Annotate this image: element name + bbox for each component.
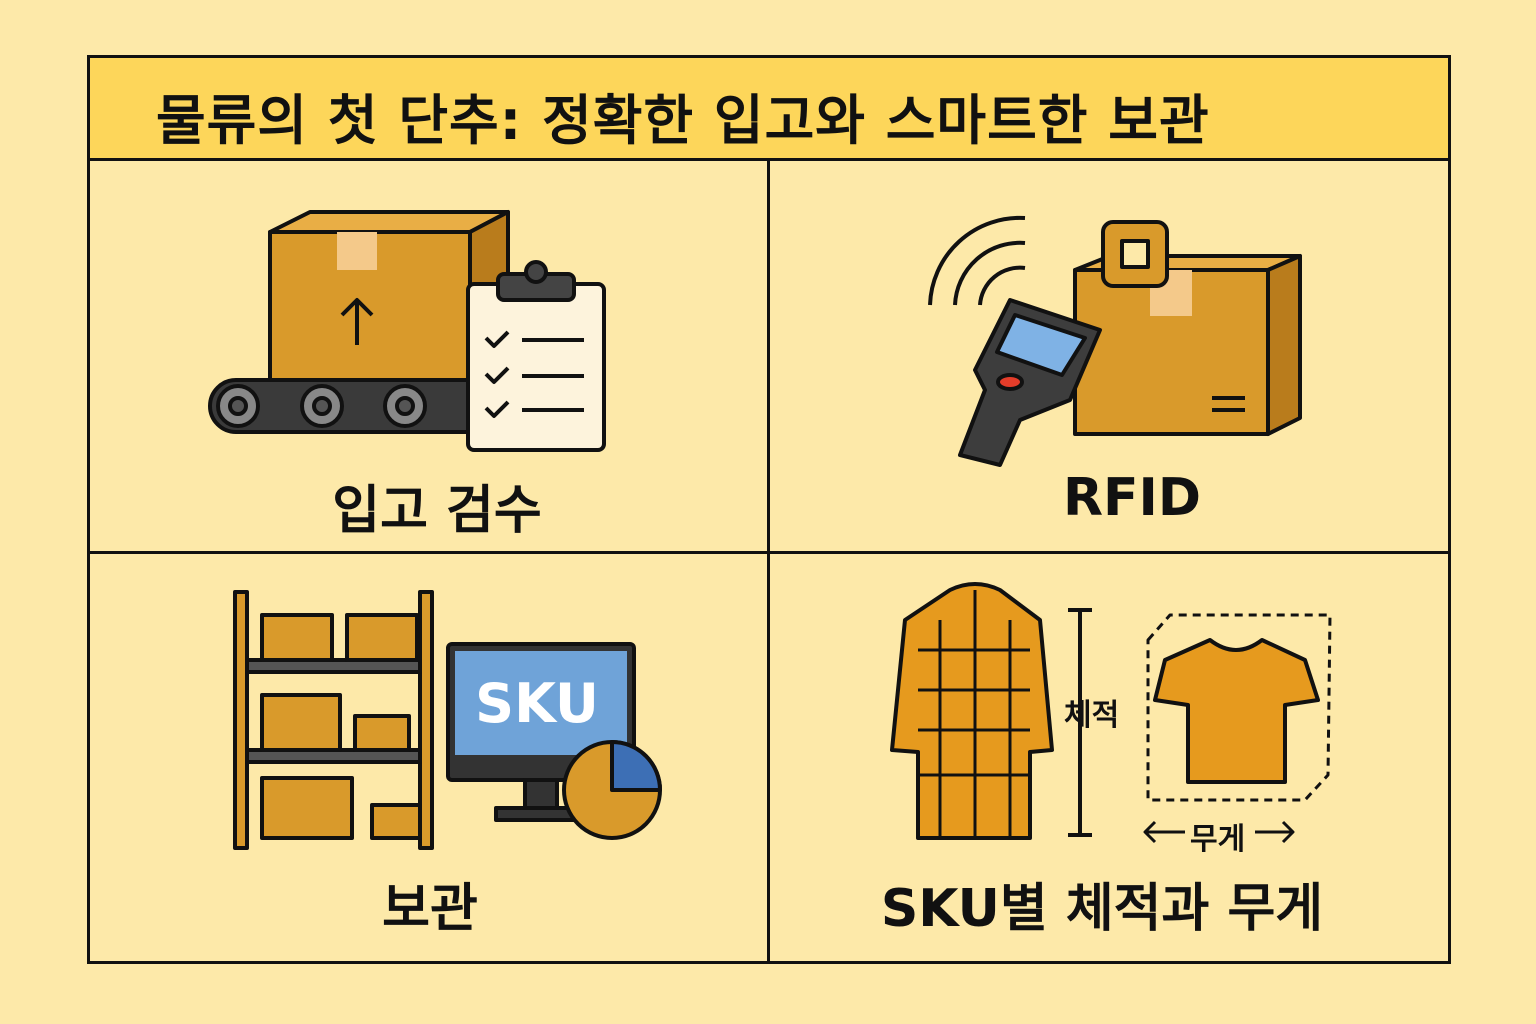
title-bar: 물류의 첫 단추: 정확한 입고와 스마트한 보관 — [90, 58, 1448, 161]
shelf-monitor-icon: SKU — [233, 590, 662, 850]
rfid-scanner-box-icon — [928, 215, 1302, 467]
sku-screen-text: SKU — [475, 672, 599, 735]
panel-label-sku-dimensions: SKU별 체적과 무게 — [880, 879, 1324, 939]
divider-vertical — [767, 161, 770, 961]
divider-horizontal — [90, 551, 1448, 554]
coat-tshirt-dimension-icon — [890, 582, 1332, 844]
panel-label-storage: 보관 — [382, 879, 478, 939]
volume-label: 체적 — [1064, 698, 1120, 733]
weight-label: 무게 — [1190, 822, 1246, 857]
panel-label-inbound-inspection: 입고 검수 — [332, 481, 542, 541]
page-title: 물류의 첫 단추: 정확한 입고와 스마트한 보관 — [156, 89, 1210, 152]
panel-label-rfid: RFID — [1062, 468, 1202, 528]
conveyor-box-clipboard-icon — [208, 210, 606, 452]
